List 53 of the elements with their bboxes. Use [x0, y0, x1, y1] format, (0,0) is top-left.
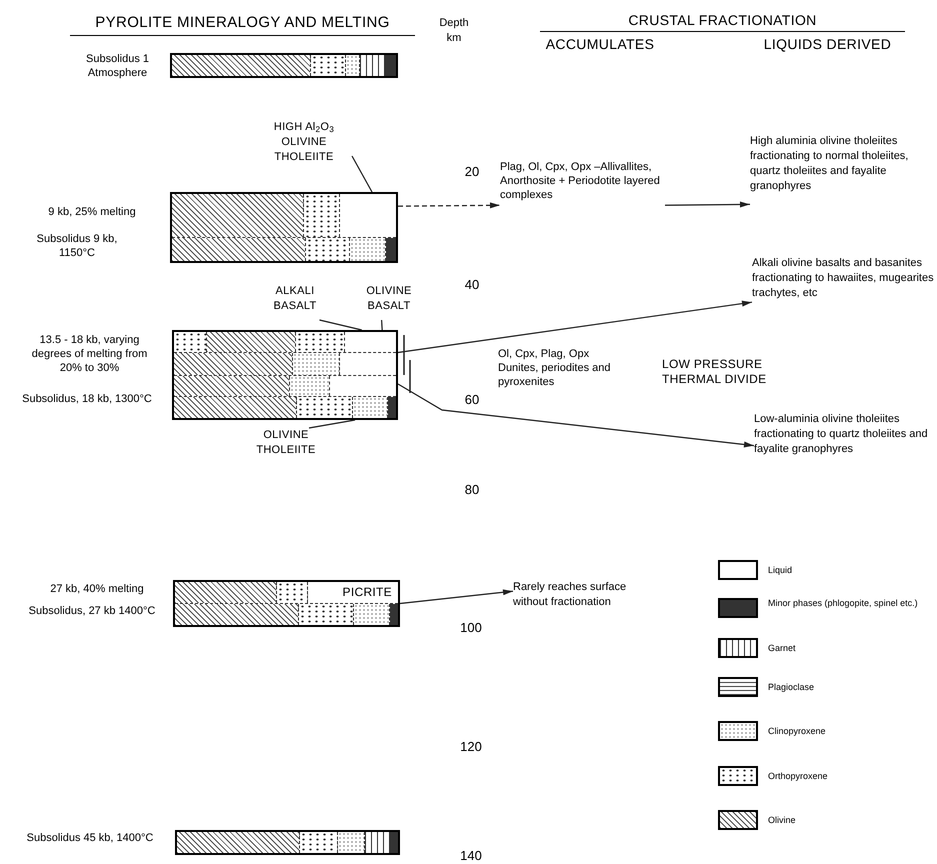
- legend-label: Plagioclase: [768, 681, 816, 693]
- label-text: LOW PRESSURE THERMAL DIVIDE: [662, 357, 768, 387]
- arrow: [398, 202, 500, 208]
- label-text: Ol, Cpx, Plag, Opx Dunites, periodites and pyroxenites: [498, 347, 612, 389]
- rock-description: Low-aluminia olivine tholeiites fractionating to quartz tholeiites and fayalite granophyres: [754, 412, 929, 457]
- condition-note: Subsolidus 9 kb, 1150°C: [36, 232, 118, 260]
- leader-line: [351, 156, 373, 192]
- rock-description: OLIVINE THOLEIITE: [255, 428, 317, 458]
- rock-description: ALKALI BASALT: [272, 284, 318, 314]
- legend-label: Olivine: [768, 814, 797, 826]
- label-text: LIQUIDS DERIVED: [762, 35, 892, 54]
- legend-label: Orthopyroxene: [768, 770, 829, 782]
- condition-note: 27 kb, 40% melting: [49, 582, 145, 596]
- mineral-bar-drawing: [170, 53, 398, 78]
- leader-line: [381, 320, 383, 330]
- label-text: 100: [459, 619, 483, 637]
- label-text: 140: [459, 847, 483, 864]
- rock-description: HIGH Al$_{2}$O$_{3}$ OLIVINE THOLEIITE: [272, 120, 336, 165]
- arrow: [400, 589, 514, 604]
- rock-description: High aluminia olivine tholeiites fractionating to normal tholeiites, quartz tholeiites and fayalite granophyres: [750, 134, 910, 194]
- label-text: 120: [459, 738, 483, 756]
- condition-note: 9 kb, 25% melting: [47, 205, 137, 219]
- legend-label: Clinopyroxene: [768, 725, 827, 737]
- label-text: Depth km: [438, 16, 470, 46]
- legend-label: Liquid: [768, 564, 794, 576]
- rock-description: Rarely reaches surface without fractionation: [513, 580, 628, 610]
- legend-label: Garnet: [768, 642, 797, 654]
- label-text: 60: [464, 391, 480, 409]
- condition-note: Subsolidus 45 kb, 1400°C: [26, 831, 154, 845]
- diagram-title: PYROLITE MINERALOGY AND MELTING: [70, 12, 415, 36]
- condition-note: Subsolidus, 27 kb 1400°C: [28, 604, 156, 618]
- condition-note: Subsolidus, 18 kb, 1300°C: [22, 392, 152, 406]
- label-text: PICRITE: [342, 584, 392, 601]
- legend-label: Minor phases (phlogopite, spinel etc.): [768, 597, 918, 609]
- mineral-bar-drawing: [175, 830, 400, 855]
- arrow: [398, 300, 752, 354]
- condition-note: Subsolidus 1 Atmosphere: [85, 52, 150, 80]
- leader-line: [319, 319, 362, 331]
- label-text: 20: [464, 163, 480, 181]
- leader-line: [308, 419, 356, 429]
- label-text: 80: [464, 481, 480, 499]
- condition-note: 13.5 - 18 kb, varying degrees of melting from 20% to 30%: [30, 333, 148, 375]
- arrow: [665, 202, 750, 208]
- mineral-bar-drawing: [170, 192, 398, 263]
- arrow: [398, 383, 754, 448]
- mineral-bar-drawing: [172, 330, 398, 420]
- rock-description: Plag, Ol, Cpx, Opx –Allivallites, Anorthosite + Periodotite layered complexes: [500, 160, 661, 202]
- label-text: CRUSTAL FRACTIONATION: [540, 10, 905, 32]
- label-text: ACCUMULATES: [544, 35, 656, 54]
- mineral-bar-drawing: [173, 580, 400, 627]
- rock-description: OLIVINE BASALT: [365, 284, 413, 314]
- rock-description: Alkali olivine basalts and basanites fractionating to hawaiites, mugearites trachytes, etc: [752, 256, 935, 301]
- label-text: 40: [464, 276, 480, 294]
